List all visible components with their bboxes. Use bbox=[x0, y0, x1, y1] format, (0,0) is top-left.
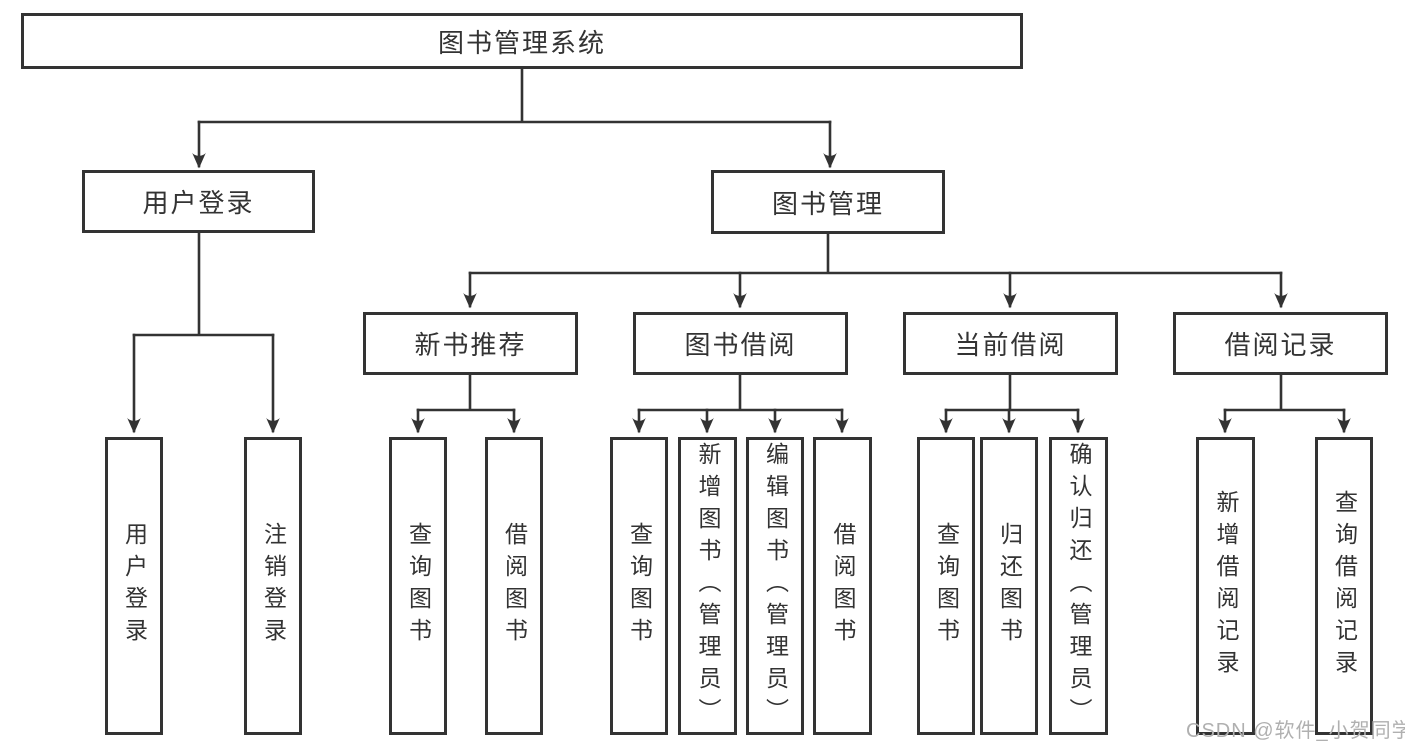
leaf-borrow-borrow-label: 借阅图书 bbox=[830, 522, 856, 650]
node-borrow-records: 借阅记录 bbox=[1173, 312, 1388, 375]
leaf-borrow-borrow: 借阅图书 bbox=[813, 437, 872, 735]
leaf-user-login: 用户登录 bbox=[105, 437, 163, 735]
node-book-borrow: 图书借阅 bbox=[633, 312, 848, 375]
connector-book-borrow-trunk bbox=[637, 373, 844, 412]
leaf-current-return: 归还图书 bbox=[980, 437, 1038, 735]
connector-current-borrow-trunk bbox=[944, 373, 1080, 412]
node-user-login-label: 用户登录 bbox=[142, 188, 255, 218]
connector-new-book-trunk bbox=[416, 373, 516, 412]
leaf-records-add: 新增借阅记录 bbox=[1196, 437, 1255, 735]
node-book-mgmt: 图书管理 bbox=[711, 170, 945, 234]
node-book-borrow-label: 图书借阅 bbox=[684, 330, 797, 360]
leaf-records-query-label: 查询借阅记录 bbox=[1331, 490, 1358, 682]
leaf-newbook-borrow-label: 借阅图书 bbox=[501, 522, 528, 650]
leaf-newbook-borrow: 借阅图书 bbox=[485, 437, 543, 735]
node-root-label: 图书管理系统 bbox=[437, 27, 606, 58]
leaf-borrow-query: 查询图书 bbox=[610, 437, 668, 735]
leaf-current-query-label: 查询图书 bbox=[933, 522, 960, 650]
connector-borrow-records-trunk bbox=[1223, 373, 1346, 412]
node-new-book: 新书推荐 bbox=[363, 312, 578, 375]
node-current-borrow: 当前借阅 bbox=[903, 312, 1118, 375]
node-borrow-records-label: 借阅记录 bbox=[1224, 330, 1337, 360]
leaf-current-return-label: 归还图书 bbox=[996, 522, 1023, 650]
node-current-borrow-label: 当前借阅 bbox=[954, 330, 1067, 360]
leaf-records-query: 查询借阅记录 bbox=[1315, 437, 1373, 735]
leaf-current-confirm: 确认归还（管理员） bbox=[1049, 437, 1108, 735]
leaf-newbook-query-label: 查询图书 bbox=[405, 522, 432, 650]
leaf-newbook-query: 查询图书 bbox=[389, 437, 447, 735]
leaf-logout: 注销登录 bbox=[244, 437, 302, 735]
connector-book-mgmt-trunk bbox=[468, 232, 1283, 275]
node-root: 图书管理系统 bbox=[21, 13, 1023, 69]
leaf-logout-label: 注销登录 bbox=[260, 522, 287, 650]
node-book-mgmt-label: 图书管理 bbox=[771, 188, 884, 219]
node-user-login: 用户登录 bbox=[82, 170, 315, 233]
leaf-borrow-query-label: 查询图书 bbox=[626, 522, 653, 650]
node-new-book-label: 新书推荐 bbox=[414, 330, 527, 360]
leaf-borrow-add-label: 新增图书（管理员） bbox=[695, 442, 721, 730]
leaf-records-add-label: 新增借阅记录 bbox=[1213, 490, 1239, 682]
connector-root-trunk bbox=[197, 67, 832, 124]
leaf-borrow-edit: 编辑图书（管理员） bbox=[746, 437, 804, 735]
csdn-watermark: CSDN @软件_小贺同学 bbox=[1186, 720, 1405, 742]
leaf-borrow-add: 新增图书（管理员） bbox=[678, 437, 737, 735]
leaf-user-login-label: 用户登录 bbox=[121, 522, 148, 650]
leaf-current-confirm-label: 确认归还（管理员） bbox=[1066, 442, 1092, 730]
leaf-current-query: 查询图书 bbox=[917, 437, 975, 735]
connector-user-login-trunk bbox=[132, 231, 275, 337]
leaf-borrow-edit-label: 编辑图书（管理员） bbox=[762, 442, 789, 730]
